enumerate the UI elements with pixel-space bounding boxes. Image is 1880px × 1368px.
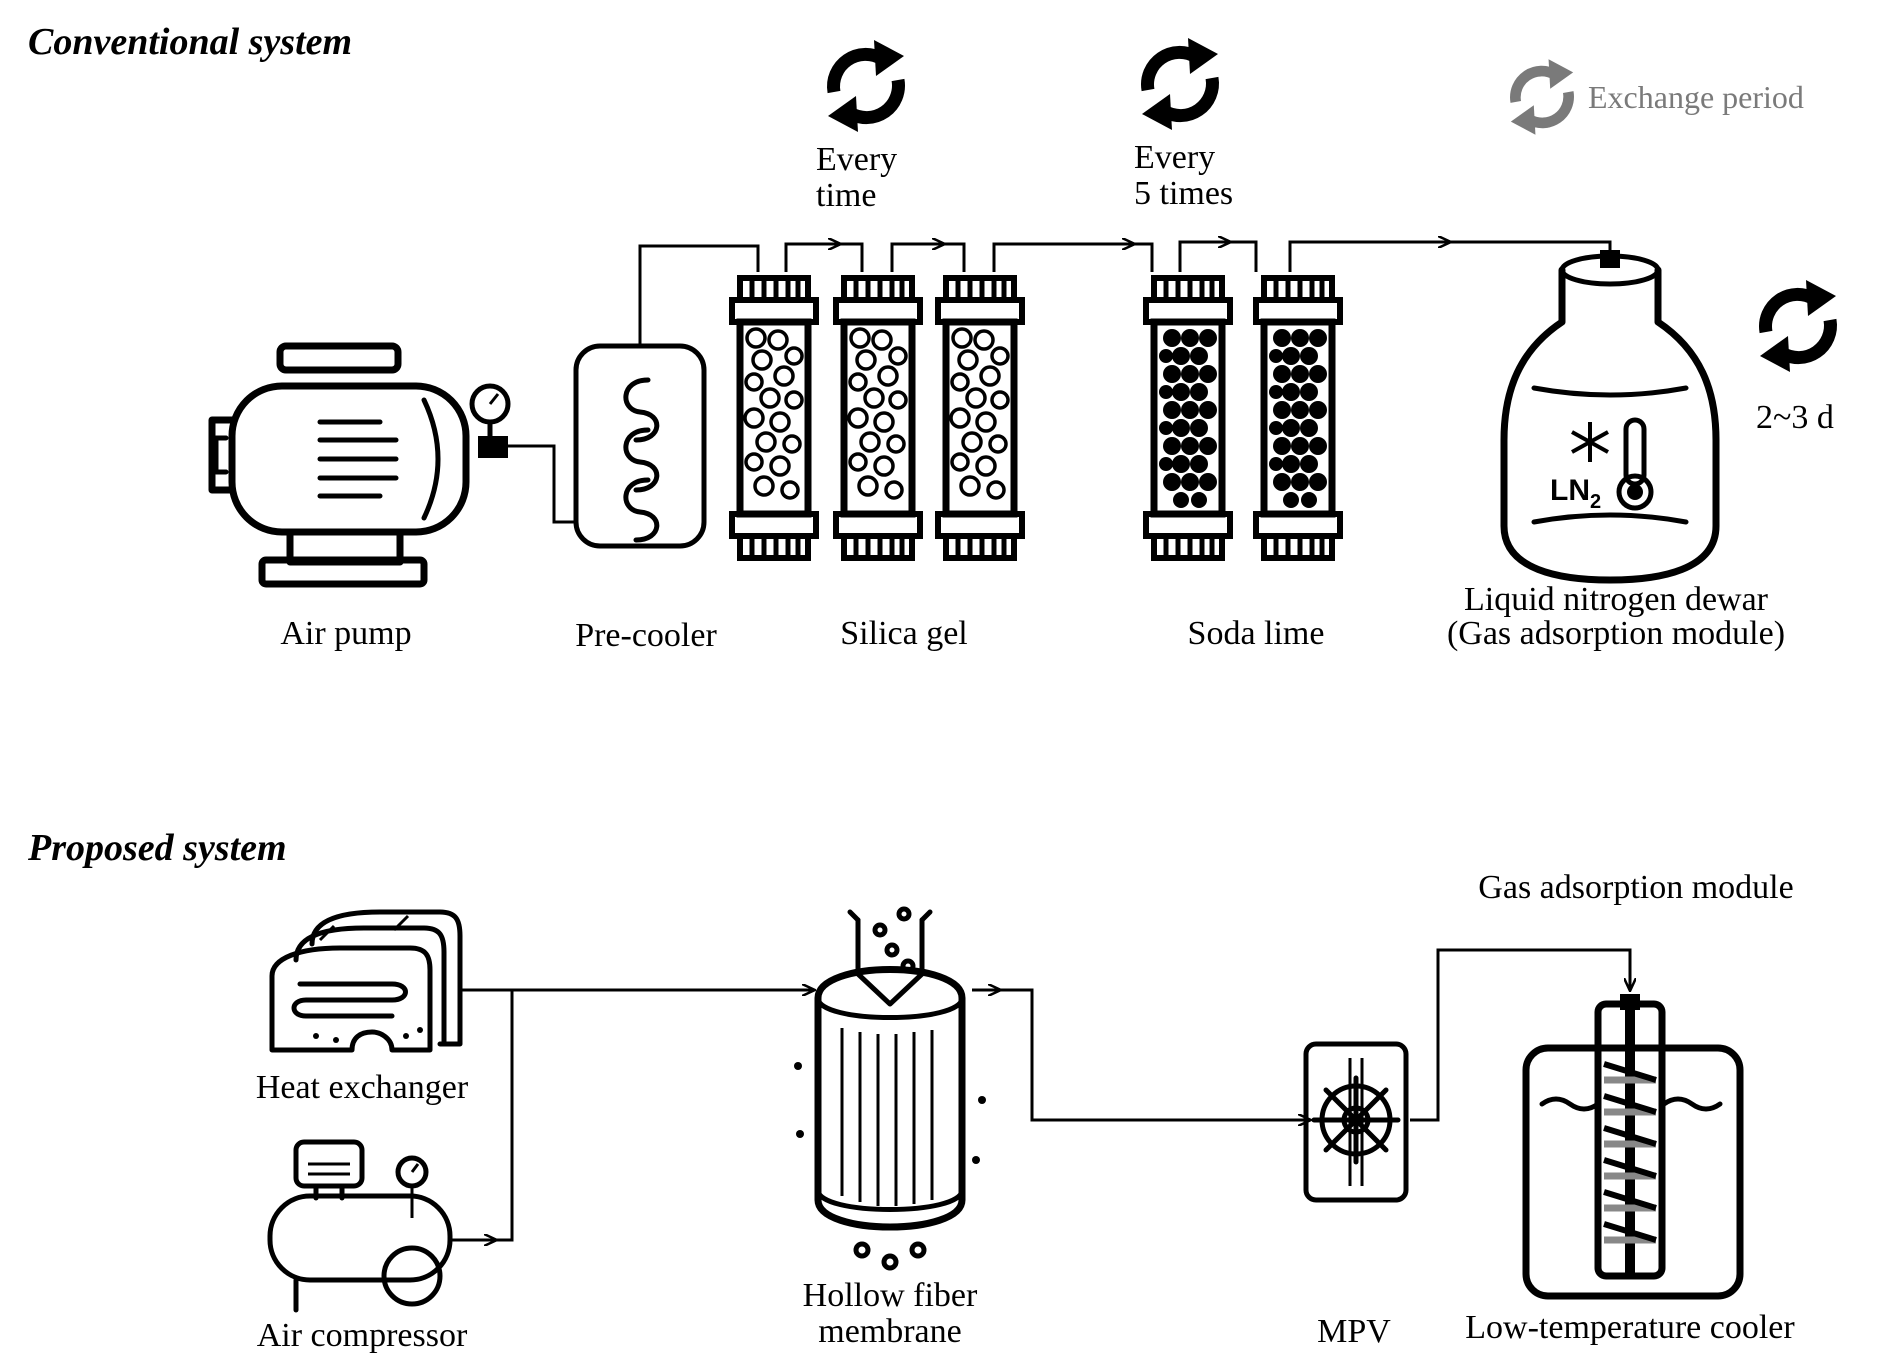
silica-exchange-line2: time: [816, 177, 876, 214]
hollow-fiber-label-line1: Hollow fiber: [803, 1277, 978, 1314]
pipe-silica-sodab: [1132, 242, 1154, 272]
air-pump-label: Air pump: [280, 615, 411, 652]
heat-exchanger-icon: [269, 909, 463, 1053]
pipe-soda-1-2: [1178, 242, 1230, 272]
hollow-fiber-membrane-icon: [794, 906, 986, 1271]
silica-gel-column-icon: [836, 278, 920, 558]
soda-lime-column-icon: [1146, 278, 1230, 558]
pipe-silica-1-2b: [838, 242, 864, 272]
pipe-soda-dewar: [1288, 242, 1450, 272]
silica-exchange-line1: Every: [816, 141, 897, 178]
pipe-mpv-cooler: [1410, 948, 1630, 1122]
pipe-soda-dewarb: [1448, 240, 1612, 252]
snowflake-icon: [1571, 422, 1609, 462]
silica-gel-column-icon: [938, 278, 1022, 558]
air-compressor-icon: [267, 1139, 453, 1313]
pipe-silica-1-2: [784, 244, 840, 272]
hollow-fiber-label-line2: membrane: [818, 1313, 962, 1350]
dewar-label-line1: Liquid nitrogen dewar: [1464, 581, 1769, 618]
mpv-label: MPV: [1317, 1313, 1391, 1350]
pre-cooler-icon: [573, 343, 707, 549]
pipe-pump-precooler: [508, 444, 576, 524]
heat-exchanger-label: Heat exchanger: [256, 1069, 469, 1106]
soda-exchange-line1: Every: [1134, 139, 1215, 176]
ln2-label: LN2: [1550, 474, 1601, 513]
proposed-title: Proposed system: [27, 827, 287, 869]
legend-label: Exchange period: [1588, 79, 1804, 115]
dewar-label-line2: (Gas adsorption module): [1447, 615, 1785, 652]
low-temperature-cooler-label: Low-temperature cooler: [1465, 1309, 1795, 1346]
soda-lime-label: Soda lime: [1188, 615, 1325, 652]
gas-adsorption-module-label: Gas adsorption module: [1478, 869, 1793, 906]
silica-gel-label: Silica gel: [840, 615, 967, 652]
air-pump-icon: [208, 342, 511, 588]
pre-cooler-label: Pre-cooler: [575, 617, 717, 654]
pipe-silica-soda: [992, 244, 1134, 272]
exchange-cycle-icon: [1511, 59, 1573, 134]
dewar-exchange-label: 2~3 d: [1756, 399, 1834, 436]
soda-exchange-line2: 5 times: [1134, 175, 1233, 212]
pipe-soda-1-2b: [1228, 240, 1258, 272]
pipe-precooler-silica: [638, 244, 760, 346]
pipe-silica-2-3: [890, 244, 944, 272]
exchange-period-legend: Exchange period: [1511, 59, 1804, 134]
soda-lime-column-icon: [1256, 278, 1340, 558]
silica-gel-column-icon: [732, 278, 816, 558]
air-compressor-label: Air compressor: [257, 1317, 468, 1354]
dewar-icon: LN2: [1500, 250, 1720, 584]
exchange-cycle-icon: [1760, 280, 1836, 372]
mpv-valve-icon: [1303, 1041, 1409, 1203]
exchange-cycle-icon: [1142, 38, 1218, 130]
pipe-silica-2-3b: [942, 242, 966, 272]
exchange-cycle-icon: [828, 40, 904, 132]
pipe-membrane-mpv-b: [998, 988, 1310, 1120]
conventional-title: Conventional system: [28, 21, 352, 63]
low-temperature-cooler-icon: [1522, 994, 1744, 1300]
thermometer-icon: [1616, 417, 1654, 511]
